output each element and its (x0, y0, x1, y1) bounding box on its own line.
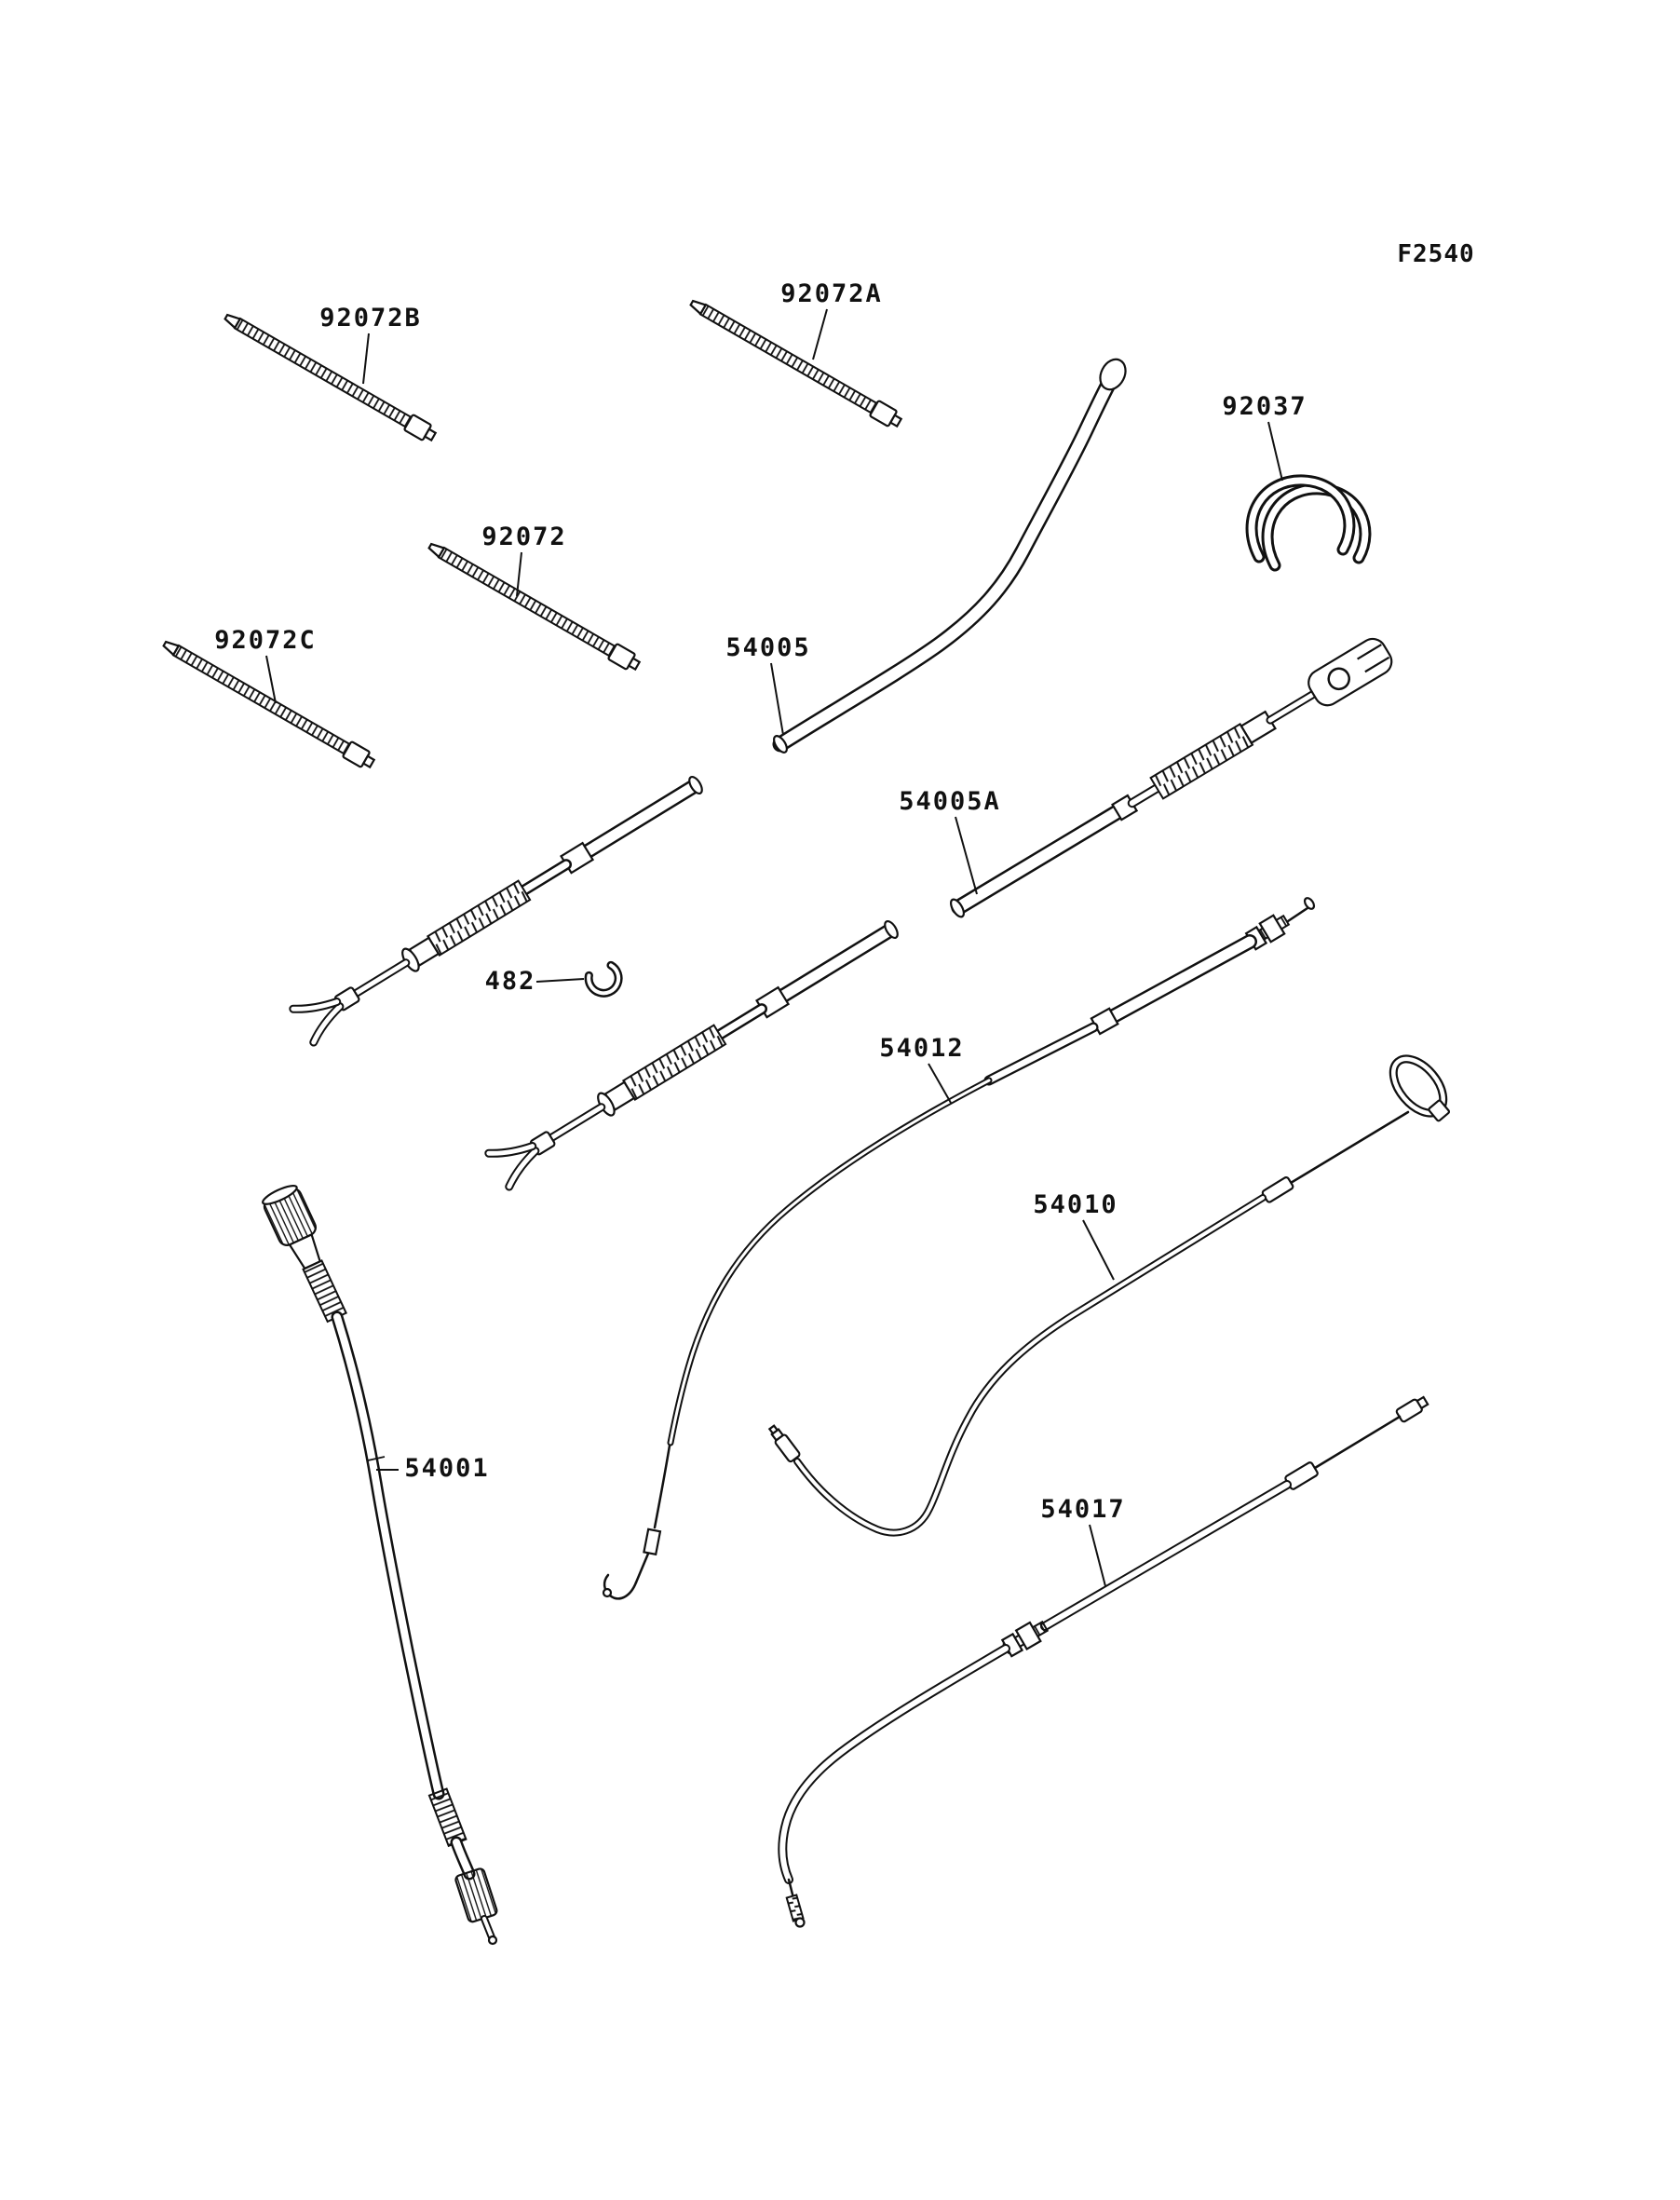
part-cable-tie-92072b (224, 313, 438, 442)
leader-54012 (928, 1063, 952, 1104)
part-label-54010: 54010 (1033, 1190, 1118, 1219)
leader-92072c (265, 655, 277, 704)
leader-54005a (955, 816, 978, 895)
part-cable-tie-92072 (427, 542, 642, 672)
part-label-482: 482 (485, 967, 536, 996)
part-cable-tie-92072c (162, 640, 376, 769)
part-cable-54005a (949, 637, 1393, 918)
part-label-92072b: 92072B (319, 304, 422, 333)
part-label-92072c: 92072C (214, 626, 317, 655)
leader-lines (265, 308, 1283, 1587)
part-clip-482 (584, 960, 623, 998)
part-label-54001: 54001 (404, 1454, 489, 1483)
part-cable-54010 (767, 1054, 1451, 1537)
loop-end (1389, 1054, 1451, 1122)
part-clamp-92037 (1245, 474, 1372, 572)
knurled-cap (262, 1184, 348, 1324)
part-label-54017: 54017 (1040, 1495, 1125, 1524)
leader-92037 (1267, 421, 1283, 482)
leader-54010 (1082, 1219, 1115, 1281)
part-cable-tie-92072a (689, 299, 903, 428)
leader-92072 (516, 551, 522, 597)
leader-54005 (770, 662, 784, 736)
part-label-92072a: 92072A (780, 279, 883, 308)
leader-482 (535, 978, 585, 983)
part-label-92037: 92037 (1222, 392, 1307, 421)
part-label-54012: 54012 (879, 1034, 964, 1063)
part-labels: 92072B 92072A 92072 92072C 92037 54005 5… (214, 240, 1474, 1524)
part-cable-54001 (262, 1184, 498, 1946)
clevis-end (1307, 637, 1393, 707)
part-cable-54005 (772, 358, 1127, 754)
part-label-54005a: 54005A (899, 787, 1001, 816)
part-cable-54017 (778, 1395, 1429, 1928)
part-spring-cable-upper (289, 775, 703, 1047)
part-label-54005: 54005 (725, 633, 810, 662)
leader-92072a (812, 308, 828, 360)
part-cable-54012 (602, 897, 1316, 1600)
figure-code: F2540 (1397, 240, 1474, 268)
knurled-nut (454, 1867, 498, 1923)
part-spring-cable-lower (484, 919, 899, 1191)
part-label-92072: 92072 (481, 523, 566, 551)
leader-92072b (362, 333, 370, 385)
leader-54017 (1089, 1524, 1106, 1587)
